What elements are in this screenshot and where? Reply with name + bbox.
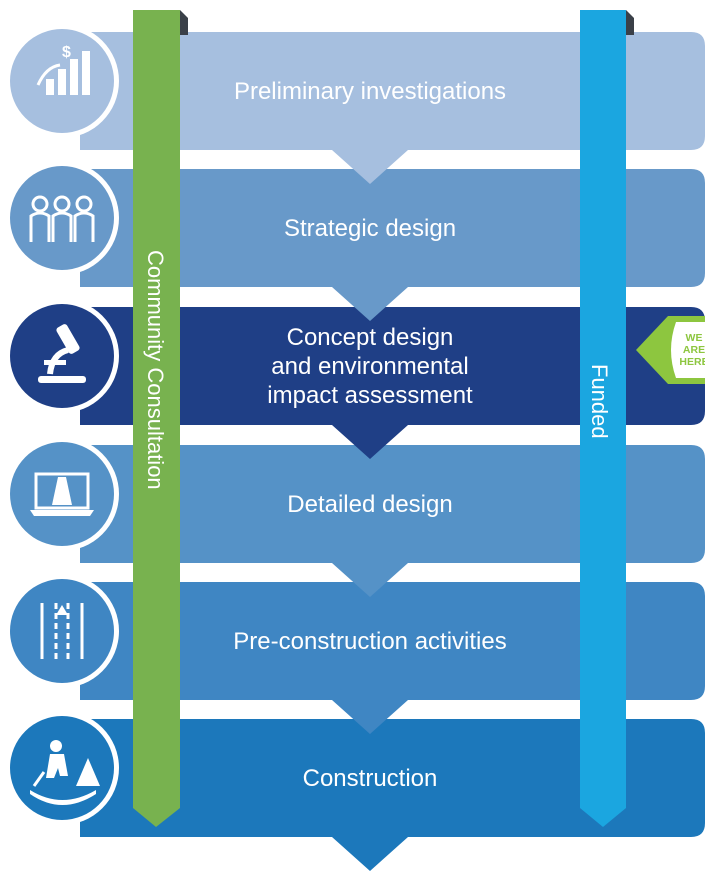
stage-3-label-line-2: and environmental — [271, 353, 468, 380]
icon-disc — [10, 579, 114, 683]
icon-disc — [10, 166, 114, 270]
stage-band-2 — [80, 169, 705, 321]
badge-inner — [671, 322, 705, 378]
we-are-here-badge: WE ARE HERE — [636, 316, 705, 384]
stage-icons: $ — [5, 24, 119, 825]
svg-text:$: $ — [62, 44, 71, 61]
community-consultation-bar: Community Consultation — [133, 10, 188, 827]
badge-line-2: ARE — [683, 344, 705, 356]
stage-3-label-line-1: Concept design — [287, 324, 454, 351]
stage-2-label-line-1: Strategic design — [284, 215, 456, 242]
stage-6-label-line-1: Construction — [303, 765, 438, 792]
stage-4-label-line-1: Detailed design — [287, 491, 452, 518]
stage-band-3 — [80, 307, 705, 459]
funded-bar-fold — [626, 10, 634, 35]
stage-1-label-line-1: Preliminary investigations — [234, 78, 506, 105]
consultation-bar-fold — [180, 10, 188, 35]
icon-disc — [10, 304, 114, 408]
funded-bar: Funded — [580, 10, 634, 827]
stage-band-1 — [80, 32, 705, 184]
badge-line-3: HERE — [679, 356, 705, 368]
stage-band-4 — [80, 445, 705, 597]
laptop-road-icon — [5, 437, 119, 551]
funded-bar-body — [580, 10, 626, 827]
stage-5-label-line-1: Pre-construction activities — [233, 628, 506, 655]
traffic-lanes-icon — [5, 574, 119, 688]
stage-band-5 — [80, 582, 705, 734]
road-worker-icon — [5, 711, 119, 825]
stage-3-label-line-3: impact assessment — [267, 382, 473, 409]
people-group-icon — [5, 161, 119, 275]
funding-growth-icon: $ — [5, 24, 119, 138]
consultation-bar-body — [133, 10, 180, 827]
microscope-icon — [5, 299, 119, 413]
badge-line-1: WE — [686, 332, 703, 344]
stage-band-6 — [80, 719, 705, 871]
consultation-bar-label: Community Consultation — [143, 250, 168, 490]
funded-bar-label: Funded — [587, 364, 612, 439]
